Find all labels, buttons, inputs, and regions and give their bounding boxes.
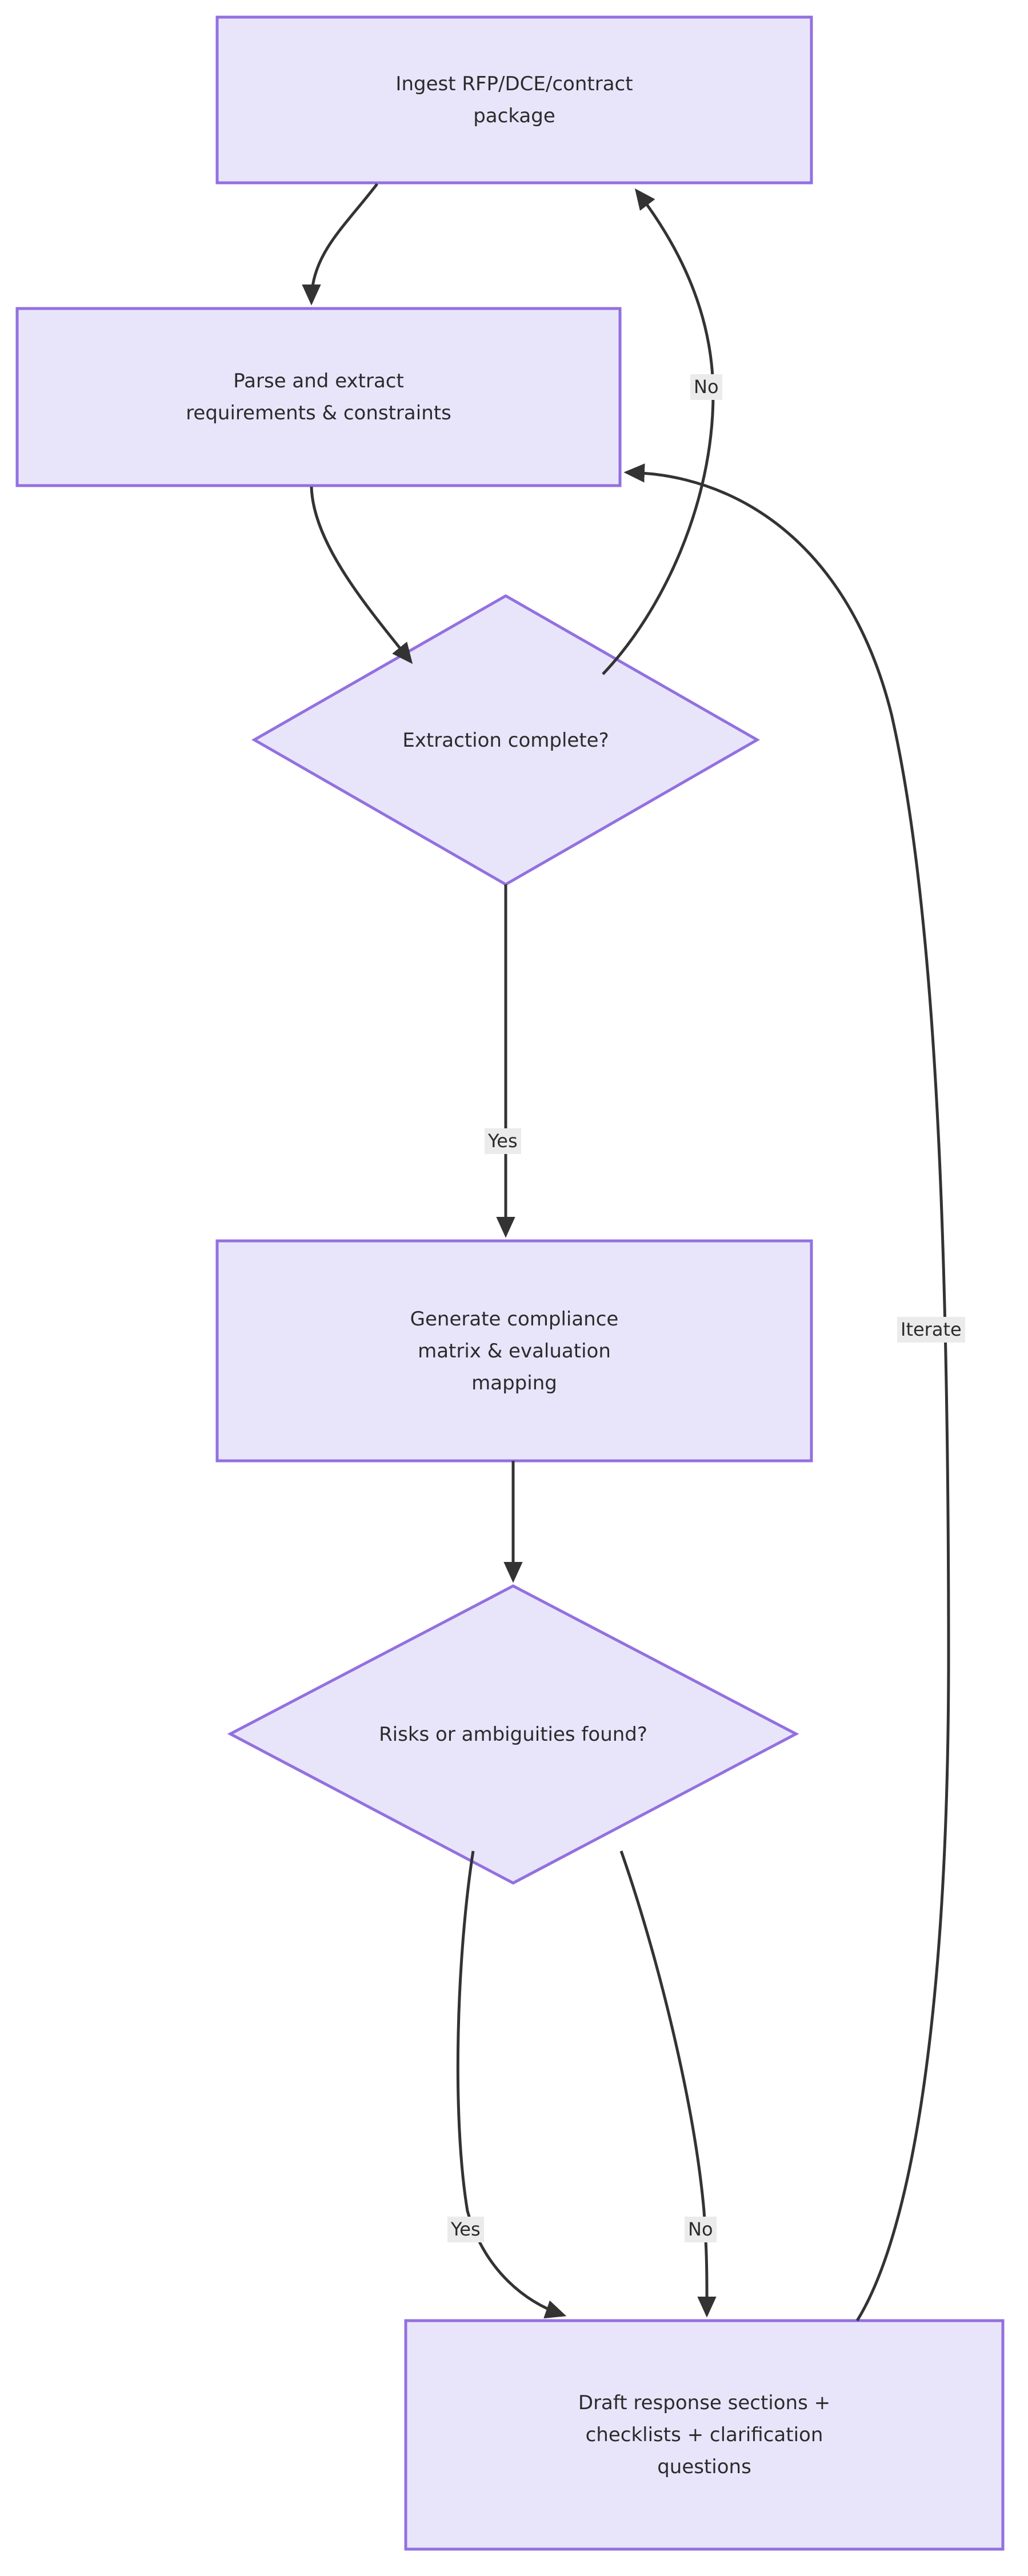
node-ingest-shape[interactable] (215, 15, 813, 185)
node-parse-shape[interactable] (15, 307, 622, 487)
edge-label-extraction-yes: Yes (485, 1128, 521, 1154)
node-generate-shape[interactable] (215, 1239, 813, 1463)
node-draft-shape[interactable] (404, 2319, 1005, 2551)
edge-parse-to-extraction (310, 486, 413, 664)
edge-draft-to-parse-iterate (623, 463, 950, 2322)
edge-label-extraction-no: No (690, 374, 722, 400)
edge-extraction-to-ingest-no (602, 188, 715, 675)
node-extraction-complete-shape[interactable] (251, 594, 761, 886)
edge-risks-to-draft-no (619, 1850, 717, 2318)
edge-risks-to-draft-yes (456, 1850, 567, 2319)
edge-label-risks-no: No (685, 2217, 717, 2242)
edge-label-draft-iterate: Iterate (897, 1317, 965, 1343)
node-risks-shape[interactable] (227, 1584, 799, 1885)
edge-ingest-to-parse (302, 183, 378, 306)
edge-label-risks-yes: Yes (447, 2217, 484, 2242)
